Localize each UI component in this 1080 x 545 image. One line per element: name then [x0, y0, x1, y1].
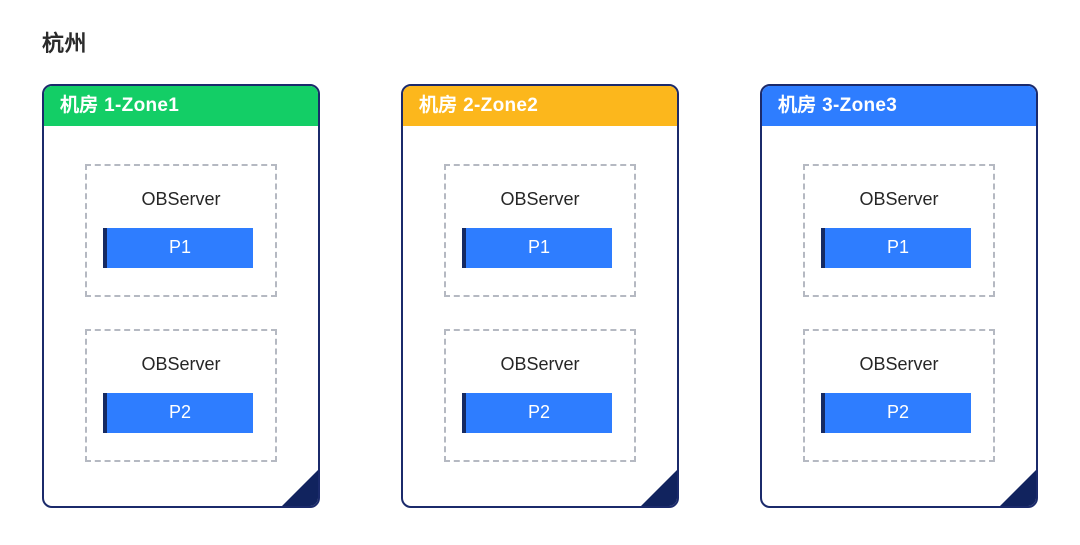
server-label: OBServer: [859, 189, 939, 209]
server-box[interactable]: OBServer P2: [803, 329, 995, 462]
partition-chip[interactable]: P1: [821, 228, 971, 268]
server-label: OBServer: [500, 354, 580, 374]
server-box[interactable]: OBServer P1: [85, 164, 277, 297]
partition-chip[interactable]: P1: [462, 228, 612, 268]
zone-header-2: 机房 2-Zone2: [403, 86, 677, 126]
zone-card-3[interactable]: 机房 3-Zone3 OBServer P1 OBServer P2: [760, 84, 1038, 508]
server-label: OBServer: [141, 354, 221, 374]
zone-body-1: OBServer P1 OBServer P2: [44, 126, 318, 506]
zone-body-2: OBServer P1 OBServer P2: [403, 126, 677, 506]
partition-chip[interactable]: P2: [103, 393, 253, 433]
zone-header-1: 机房 1-Zone1: [44, 86, 318, 126]
server-box[interactable]: OBServer P2: [444, 329, 636, 462]
partition-chip[interactable]: P2: [821, 393, 971, 433]
server-box[interactable]: OBServer P2: [85, 329, 277, 462]
region-title: 杭州: [42, 31, 88, 56]
server-label: OBServer: [500, 189, 580, 209]
zone-body-3: OBServer P1 OBServer P2: [762, 126, 1036, 506]
zone-card-1[interactable]: 机房 1-Zone1 OBServer P1 OBServer P2: [42, 84, 320, 508]
server-label: OBServer: [141, 189, 221, 209]
server-box[interactable]: OBServer P1: [803, 164, 995, 297]
partition-chip[interactable]: P2: [462, 393, 612, 433]
server-label: OBServer: [859, 354, 939, 374]
zone-card-2[interactable]: 机房 2-Zone2 OBServer P1 OBServer P2: [401, 84, 679, 508]
server-box[interactable]: OBServer P1: [444, 164, 636, 297]
partition-chip[interactable]: P1: [103, 228, 253, 268]
zone-header-3: 机房 3-Zone3: [762, 86, 1036, 126]
